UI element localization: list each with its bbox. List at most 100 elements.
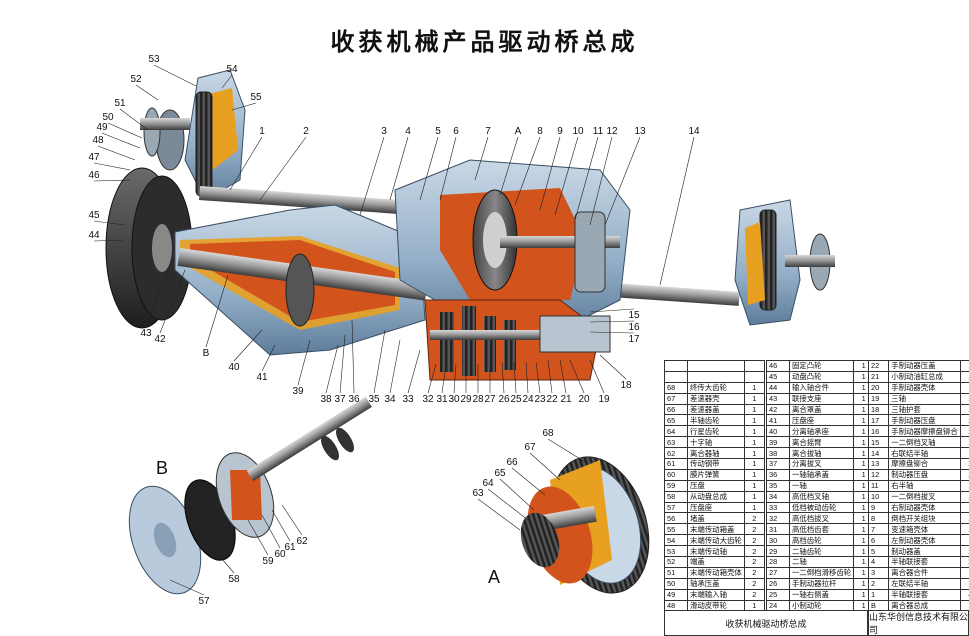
parts-table-cell-no: 3 xyxy=(867,566,890,579)
parts-table-cell-no: 21 xyxy=(867,370,890,383)
callout-leader-9 xyxy=(539,136,561,211)
callout-leader-43 xyxy=(145,264,171,328)
parts-table-row: 9右制动器壳体1 xyxy=(867,501,969,514)
callout-leader-A xyxy=(499,136,519,196)
parts-table-cell-no: 34 xyxy=(766,490,790,503)
callout-leader-18 xyxy=(599,354,627,380)
parts-table-cell-no: 51 xyxy=(664,566,688,579)
parts-table-cell-no: 49 xyxy=(664,588,688,601)
callout-label-10: 10 xyxy=(572,126,584,137)
callout-label-37: 37 xyxy=(334,394,346,405)
callout-leader-15 xyxy=(589,308,635,313)
parts-table-cell-no: 22 xyxy=(867,360,890,372)
parts-table-cell-qty: 1 xyxy=(959,479,969,492)
detail-a-letter: A xyxy=(488,567,500,587)
callout-a-leader-66 xyxy=(511,467,546,496)
callout-label-27: 27 xyxy=(484,394,496,405)
callout-label-50: 50 xyxy=(102,112,114,123)
callout-leader-2 xyxy=(259,136,307,201)
parts-table-cell-no: 62 xyxy=(664,447,688,460)
parts-table-cell-qty: 1 xyxy=(743,458,765,470)
parts-table-cell-name: 手制动器拉杆 xyxy=(788,577,855,590)
callout-label-5: 5 xyxy=(435,126,441,137)
parts-table-cell-no: 31 xyxy=(766,523,790,536)
parts-table-cell-name xyxy=(687,360,745,372)
callout-leader-50 xyxy=(107,122,143,139)
callout-label-8: 8 xyxy=(537,126,543,137)
callout-label-2: 2 xyxy=(303,126,309,137)
parts-table-cell-name: 压盘 xyxy=(687,479,745,492)
parts-table-cell-no: 13 xyxy=(867,458,890,470)
parts-table-cell-name: 膜片弹簧 xyxy=(687,468,745,481)
parts-table-cell-name: 末端传动大齿轮 xyxy=(687,534,745,547)
callout-a-label-64: 64 xyxy=(482,478,494,489)
parts-table-cell-qty: 2 xyxy=(743,534,765,547)
parts-table-cell-qty: 1 xyxy=(743,425,765,438)
parts-table-cell-qty: 2 xyxy=(743,588,765,601)
parts-table-cell-no: 37 xyxy=(766,458,790,470)
callout-leader-44 xyxy=(93,239,126,242)
parts-table-cell-name: 左制动器壳体 xyxy=(888,534,961,547)
parts-table-cell-qty: 2 xyxy=(743,577,765,590)
parts-table-cell-no: 44 xyxy=(766,381,790,394)
callout-leader-45 xyxy=(93,220,126,226)
parts-table-cell-name: 压盘座 xyxy=(788,414,855,427)
callout-label-30: 30 xyxy=(448,394,460,405)
parts-table-cell-name: 制动器盖 xyxy=(888,545,961,558)
callout-label-26: 26 xyxy=(498,394,510,405)
parts-table-cell-no: 66 xyxy=(664,403,688,416)
parts-table-cell-no: 20 xyxy=(867,381,890,394)
callout-label-39: 39 xyxy=(292,386,304,397)
callout-a-label-63: 63 xyxy=(472,488,484,499)
callout-b-leader-58 xyxy=(209,544,235,574)
parts-table-cell-no: 4 xyxy=(867,556,890,568)
callout-leader-24 xyxy=(525,361,529,394)
parts-table-row: 17手制动器压盘2 xyxy=(867,414,969,427)
parts-table-cell-qty: 1 xyxy=(959,566,969,579)
callout-b-leader-59 xyxy=(247,519,269,556)
parts-table-cell-name: 高低档拔叉 xyxy=(788,512,855,525)
callout-leader-36 xyxy=(351,319,355,394)
parts-table-cell-name: 动盘凸轮 xyxy=(788,370,855,383)
parts-table-cell-no: 54 xyxy=(664,534,688,547)
gearbox-housing xyxy=(394,159,631,331)
parts-table-cell-name: 右半轴 xyxy=(888,479,961,492)
callout-leader-B xyxy=(205,274,229,348)
callout-leader-48 xyxy=(97,145,136,161)
parts-table-cell-name: 三轴 xyxy=(888,392,961,405)
callout-label-52: 52 xyxy=(130,74,142,85)
callout-label-29: 29 xyxy=(460,394,472,405)
parts-table-cell-name: 手制动器压盖 xyxy=(888,360,961,372)
parts-table-cell-name: 堵盖 xyxy=(687,512,745,525)
parts-table-cell-no: 29 xyxy=(766,545,790,558)
callout-label-6: 6 xyxy=(453,126,459,137)
callout-label-35: 35 xyxy=(368,394,380,405)
callout-leader-12 xyxy=(589,136,613,226)
callout-label-56: 56 xyxy=(0,0,6,3)
callout-label-28: 28 xyxy=(472,394,484,405)
parts-table-cell-name: 终传大齿轮 xyxy=(687,381,745,394)
callout-leader-35 xyxy=(373,329,386,394)
callout-leader-6 xyxy=(439,136,457,201)
callout-leader-38 xyxy=(325,344,339,394)
callout-leader-39 xyxy=(297,339,311,386)
parts-table-cell-name: 半轴齿轮 xyxy=(687,414,745,427)
parts-table-row: 22手制动器压盖1 xyxy=(867,360,969,372)
callout-a-label-65: 65 xyxy=(494,468,506,479)
parts-table-cell-name: 传动钢带 xyxy=(687,458,745,470)
